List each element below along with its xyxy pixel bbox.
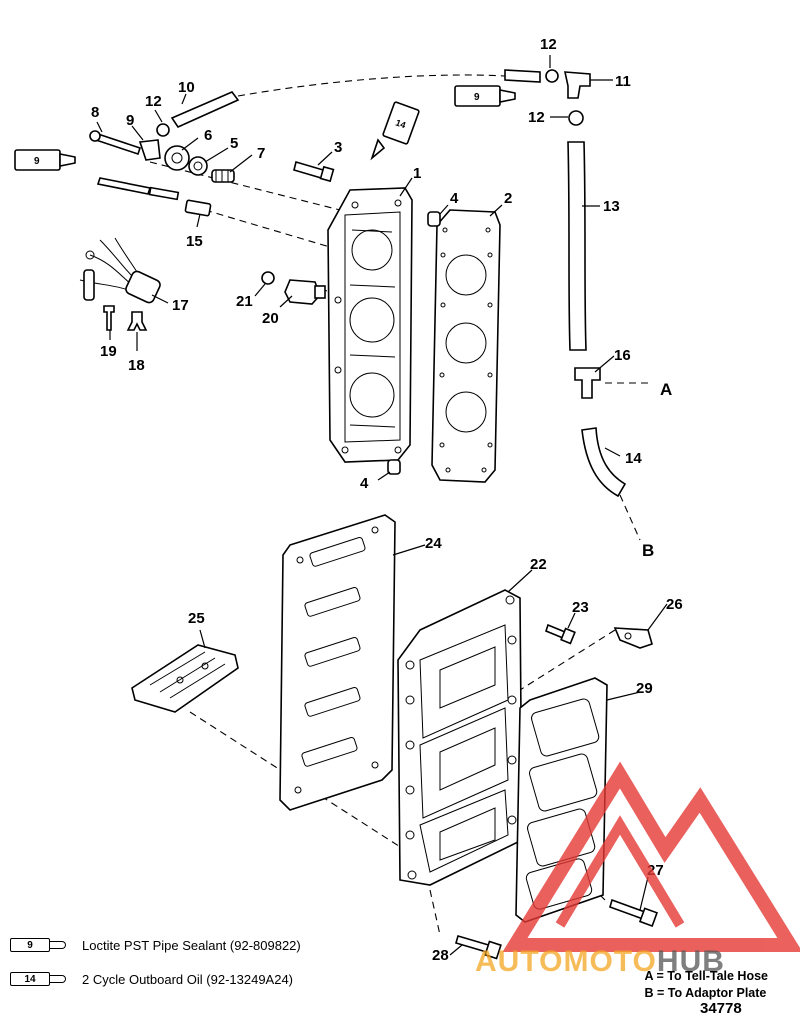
tube-label-9-left: 9 <box>34 156 40 167</box>
watermark-hub: HUB <box>656 945 725 978</box>
callout-18: 18 <box>128 357 145 374</box>
routing-line-26-to-cover <box>519 629 616 691</box>
terminal-18 <box>126 311 148 331</box>
routing-line-14-to-B <box>619 494 641 541</box>
callout-4-lower: 4 <box>360 475 369 492</box>
sealant-tube-icon: 9 <box>10 937 68 953</box>
oil-tube-14 <box>370 101 420 161</box>
poppet-7 <box>211 169 235 183</box>
leader-lines <box>96 55 668 956</box>
watermark-text: AUTOMOTOHUB <box>475 945 725 979</box>
key-a: A = To Tell-Tale Hose <box>644 969 768 983</box>
wire-harness-17 <box>79 237 161 304</box>
callout-6: 6 <box>204 127 212 144</box>
reed-block-25 <box>131 644 239 713</box>
clamp-12-top <box>545 69 559 83</box>
key-b: B = To Adaptor Plate <box>644 986 767 1000</box>
washer-21 <box>261 271 275 285</box>
callout-11: 11 <box>615 73 631 90</box>
callout-29: 29 <box>636 680 653 697</box>
temperature-sender-15 <box>96 177 212 217</box>
legend-text-oil: 2 Cycle Outboard Oil (92-13249A24) <box>82 971 294 987</box>
thermostat-cover-6 <box>164 145 190 171</box>
callout-1: 1 <box>413 165 421 182</box>
callout-26: 26 <box>666 596 683 613</box>
callout-12-top: 12 <box>540 36 557 53</box>
connector-A: A <box>660 380 672 399</box>
screw-8 <box>89 130 142 156</box>
callout-13: 13 <box>603 198 620 215</box>
callout-21: 21 <box>236 293 253 310</box>
callout-12-left: 12 <box>145 93 162 110</box>
cylinder-head <box>327 187 413 463</box>
cover-gasket-29 <box>515 677 608 923</box>
callout-9: 9 <box>126 112 134 129</box>
callout-8: 8 <box>91 104 99 121</box>
head-gasket <box>431 209 501 483</box>
screw-27 <box>609 898 658 927</box>
sealant-tube-9-left <box>14 149 76 171</box>
screw-19 <box>103 305 115 331</box>
exhaust-plate-22 <box>397 589 523 886</box>
callout-12-mid: 12 <box>528 109 545 126</box>
sealant-tube-9-right <box>454 85 516 107</box>
callout-22: 22 <box>530 556 547 573</box>
routing-line-15-to-head <box>204 209 341 251</box>
oil-tube-icon: 14 <box>10 971 68 987</box>
tube-label-9-right: 9 <box>474 92 480 103</box>
callout-17: 17 <box>172 297 189 314</box>
callout-16: 16 <box>614 347 631 364</box>
legend-row-sealant: 9 Loctite PST Pipe Sealant (92-809822) <box>10 933 430 957</box>
callout-10: 10 <box>178 79 195 96</box>
tee-fitting-16 <box>574 367 601 399</box>
callout-28: 28 <box>432 947 449 964</box>
hose-14 <box>581 427 627 498</box>
routing-line-25-to-plate <box>189 711 406 851</box>
callout-23: 23 <box>572 599 589 616</box>
callout-20: 20 <box>262 310 279 327</box>
callout-7: 7 <box>257 145 265 162</box>
clamp-12-left <box>156 123 170 137</box>
connector-keys: A = To Tell-Tale Hose B = To Adaptor Pla… <box>644 968 768 1002</box>
legend: 9 Loctite PST Pipe Sealant (92-809822) 1… <box>10 933 430 1001</box>
hose-13 <box>567 141 587 351</box>
fitting-9 <box>138 139 161 161</box>
fitting-11 <box>563 71 591 99</box>
clamp-12-mid <box>568 110 584 126</box>
screw-28 <box>455 935 502 960</box>
callout-24: 24 <box>425 535 442 552</box>
callout-3: 3 <box>334 139 342 156</box>
callout-19: 19 <box>100 343 117 360</box>
callout-14: 14 <box>625 450 642 467</box>
screw-23 <box>545 623 576 645</box>
callout-4-upper: 4 <box>450 190 459 207</box>
callout-2: 2 <box>504 190 512 207</box>
reference-number: 34778 <box>700 1000 742 1017</box>
tube-label-14: 14 <box>394 118 407 131</box>
head-screw <box>293 160 335 183</box>
clip-26 <box>613 627 653 649</box>
gasket-24 <box>279 514 396 811</box>
routing-line-28-to-plate <box>429 889 441 936</box>
callout-25: 25 <box>188 610 205 627</box>
watermark-automoto: AUTOMOTO <box>475 945 657 978</box>
callout-15: 15 <box>186 233 203 250</box>
dowel-pin-lower <box>387 459 401 475</box>
legend-row-oil: 14 2 Cycle Outboard Oil (92-13249A24) <box>10 967 430 991</box>
sender-20 <box>284 279 326 305</box>
thermostat-5 <box>188 156 208 176</box>
routing-line-fitting-to-head <box>149 161 341 211</box>
connector-B: B <box>642 541 654 560</box>
legend-text-sealant: Loctite PST Pipe Sealant (92-809822) <box>82 937 301 953</box>
hose-10 <box>170 91 240 129</box>
callout-5: 5 <box>230 135 238 152</box>
hose-12-top <box>504 69 541 83</box>
dowel-pin-upper <box>427 211 441 227</box>
watermark-logo <box>502 761 800 952</box>
